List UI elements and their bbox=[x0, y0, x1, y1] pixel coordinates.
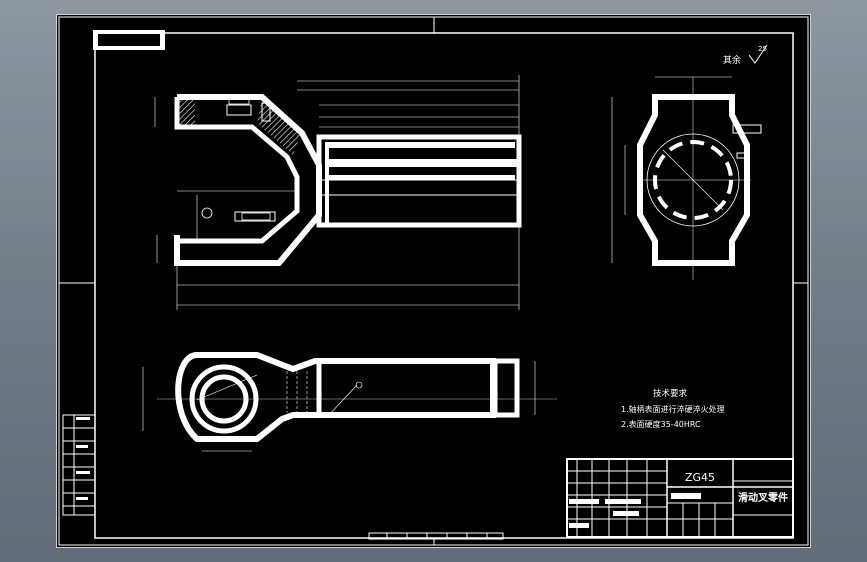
surface-finish-symbol: 其余 25 bbox=[723, 44, 768, 66]
front-view bbox=[154, 75, 522, 310]
tech-requirement-2: 2.表面硬度35-40HRC bbox=[621, 419, 701, 429]
left-margin-table bbox=[62, 414, 96, 516]
cad-drawing-viewport[interactable]: 其余 25 技术要求 1.轴柄表面进行淬硬淬火处理 2.表面硬度35-40HRC bbox=[56, 14, 811, 548]
part-name-label: 滑动叉零件 bbox=[738, 491, 788, 504]
title-block: ZG45 滑动叉零件 bbox=[566, 458, 794, 538]
technical-requirements: 技术要求 1.轴柄表面进行淬硬淬火处理 2.表面硬度35-40HRC bbox=[621, 388, 725, 429]
drawing-canvas: 其余 25 技术要求 1.轴柄表面进行淬硬淬火处理 2.表面硬度35-40HRC bbox=[58, 16, 809, 546]
bottom-ruler bbox=[368, 532, 504, 540]
material-label: ZG45 bbox=[685, 471, 715, 484]
tech-requirements-title: 技术要求 bbox=[653, 388, 688, 399]
side-view bbox=[611, 76, 762, 280]
inner-frame bbox=[94, 32, 794, 539]
surface-finish-label: 其余 bbox=[723, 54, 741, 66]
top-view bbox=[142, 352, 557, 452]
tech-requirement-1: 1.轴柄表面进行淬硬淬火处理 bbox=[621, 404, 725, 414]
surface-finish-value: 25 bbox=[758, 45, 767, 53]
